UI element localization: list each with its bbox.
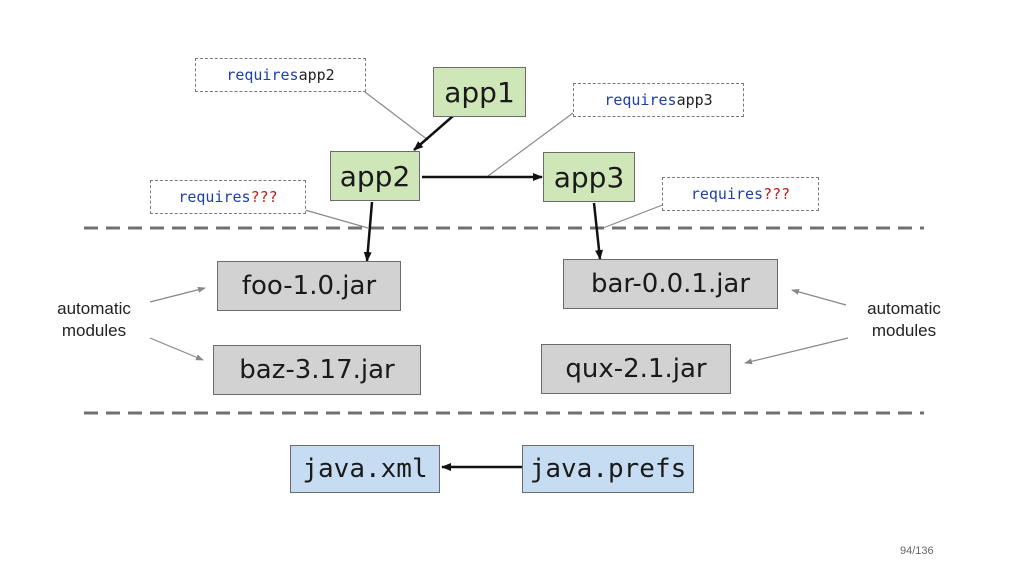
requires-target: app3 <box>676 91 713 109</box>
requires-unknown-note-left: requires ??? <box>150 180 306 214</box>
module-java-xml: java.xml <box>290 445 440 493</box>
page-number: 94/136 <box>900 545 934 557</box>
requires-target: app2 <box>298 66 335 84</box>
requires-keyword: requires <box>604 91 677 109</box>
arrow-app3-to-bar <box>592 202 604 260</box>
module-qux: qux-2.1.jar <box>541 344 731 394</box>
label-line: modules <box>871 321 937 340</box>
label-line: automatic <box>57 299 131 318</box>
module-foo: foo-1.0.jar <box>217 261 401 311</box>
automatic-modules-label-right: automatic modules <box>848 298 960 342</box>
module-app3: app3 <box>543 152 635 202</box>
note-leader-app3 <box>487 112 574 177</box>
automatic-modules-label-left: automatic modules <box>40 298 148 342</box>
module-bar: bar-0.0.1.jar <box>563 259 778 309</box>
note-leader-app2-unknown <box>304 209 369 229</box>
module-baz: baz-3.17.jar <box>213 345 421 395</box>
module-app1: app1 <box>433 67 526 117</box>
note-leader-app3-unknown <box>602 203 666 229</box>
requires-target: ??? <box>250 188 278 206</box>
arrow-app2-to-foo <box>363 201 374 262</box>
module-java-prefs: java.prefs <box>522 445 694 493</box>
requires-app2-note: requires app2 <box>195 58 366 92</box>
note-leader-app2 <box>364 91 429 141</box>
pointer-left-to-baz <box>149 337 204 361</box>
requires-unknown-note-right: requires ??? <box>662 177 819 211</box>
requires-keyword: requires <box>690 185 764 203</box>
pointer-left-to-foo <box>149 286 206 303</box>
requires-target: ??? <box>763 185 791 203</box>
module-app2: app2 <box>330 151 420 201</box>
requires-app3-note: requires app3 <box>573 83 744 117</box>
pointer-right-to-bar <box>791 288 847 306</box>
arrow-app1-to-app2 <box>413 115 454 151</box>
pointer-right-to-qux <box>744 337 849 365</box>
label-line: automatic <box>867 299 941 318</box>
requires-keyword: requires <box>226 66 299 84</box>
label-line: modules <box>61 321 127 340</box>
requires-keyword: requires <box>178 188 251 206</box>
